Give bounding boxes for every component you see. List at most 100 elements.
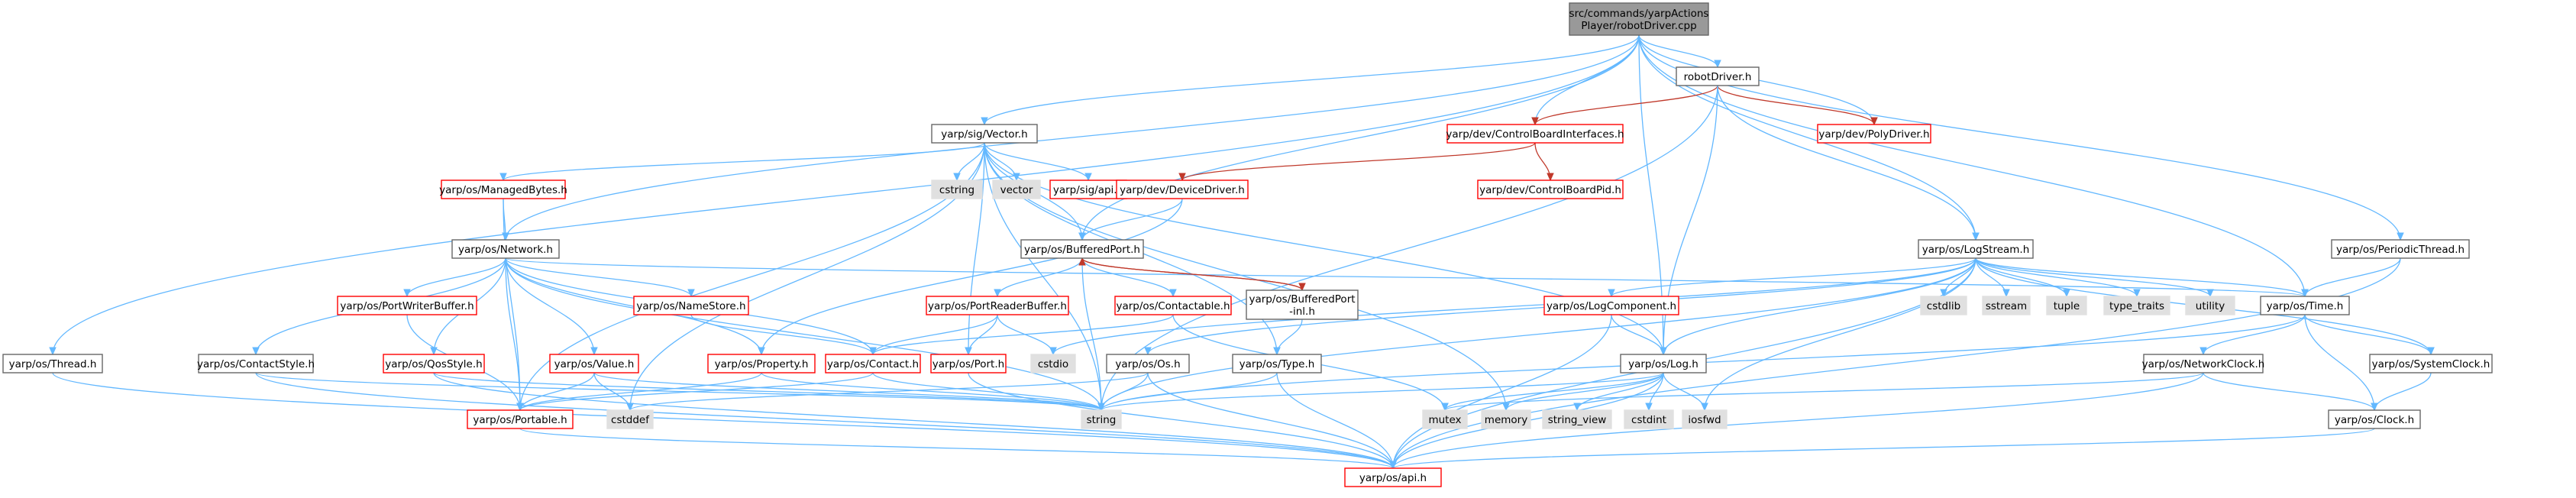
node-polydriver[interactable]: yarp/dev/PolyDriver.h xyxy=(1817,124,1931,144)
node-logstream[interactable]: yarp/os/LogStream.h xyxy=(1918,239,2034,259)
edge-root-to-sig_Vector xyxy=(981,34,1640,126)
node-robotDriver-h[interactable]: robotDriver.h xyxy=(1676,66,1760,86)
node-mutex[interactable]: mutex xyxy=(1422,409,1468,429)
node-utility[interactable]: utility xyxy=(2185,296,2235,315)
node-contactable[interactable]: yarp/os/Contactable.h xyxy=(1114,296,1232,315)
node-memory[interactable]: memory xyxy=(1481,409,1531,429)
node-label: tuple xyxy=(2054,300,2080,312)
node-time[interactable]: yarp/os/Time.h xyxy=(2260,296,2350,315)
edge-network-to-namestore xyxy=(505,257,695,298)
node-network[interactable]: yarp/os/Network.h xyxy=(451,239,560,259)
node-contactstyle[interactable]: yarp/os/ContactStyle.h xyxy=(197,354,315,374)
node-logcomponent[interactable]: yarp/os/LogComponent.h xyxy=(1543,296,1679,315)
node-label: yarp/os/Clock.h xyxy=(2335,414,2414,426)
node-bufferedport[interactable]: yarp/os/BufferedPort.h xyxy=(1020,239,1144,259)
node-label: cstdint xyxy=(1631,414,1666,426)
edge-os_h-to-cstddef xyxy=(626,372,1149,412)
node-label: yarp/os/Os.h xyxy=(1115,358,1180,370)
node-port[interactable]: yarp/os/Port.h xyxy=(930,354,1007,374)
edge-sig_Vector-to-port xyxy=(965,142,985,356)
node-label: sstream xyxy=(1986,300,2027,312)
node-managedbytes[interactable]: yarp/os/ManagedBytes.h xyxy=(439,179,567,199)
node-portable[interactable]: yarp/os/Portable.h xyxy=(467,409,574,429)
edge-log-to-string xyxy=(1097,372,1664,412)
edge-network-to-portwriterbuffer xyxy=(403,257,506,298)
node-value[interactable]: yarp/os/Value.h xyxy=(549,354,639,374)
node-string-view[interactable]: string_view xyxy=(1542,409,1612,429)
node-label: yarp/os/Contact.h xyxy=(827,358,919,370)
node-label: yarp/os/NetworkClock.h xyxy=(2142,358,2265,370)
edge-contact-to-portable xyxy=(516,372,874,412)
node-label: yarp/dev/ControlBoardPid.h xyxy=(1479,184,1621,196)
edge-logstream-to-sstream xyxy=(1975,257,2010,298)
edge-time-to-clock xyxy=(2304,314,2378,412)
edge-robotDriver_h-to-cbi xyxy=(1531,85,1718,126)
node-bp-inl[interactable]: yarp/os/BufferedPort-inl.h xyxy=(1246,289,1359,320)
node-thread[interactable]: yarp/os/Thread.h xyxy=(2,354,103,374)
node-vector[interactable]: vector xyxy=(992,179,1041,199)
node-type[interactable]: yarp/os/Type.h xyxy=(1232,354,1322,374)
edge-bufferedport-to-contactable xyxy=(1081,257,1177,298)
node-label: yarp/dev/DeviceDriver.h xyxy=(1120,184,1245,196)
node-root[interactable]: src/commands/yarpActionsPlayer/robotDriv… xyxy=(1569,2,1709,36)
node-cstddef[interactable]: cstddef xyxy=(606,409,654,429)
edge-sig_Vector-to-managedbytes xyxy=(499,142,985,182)
node-sig-api[interactable]: yarp/sig/api.h xyxy=(1049,179,1127,199)
edge-logstream-to-time xyxy=(1975,257,2309,298)
node-label: yarp/os/Time.h xyxy=(2267,300,2344,312)
node-clock[interactable]: yarp/os/Clock.h xyxy=(2328,409,2421,429)
node-cstdlib[interactable]: cstdlib xyxy=(1920,296,1967,315)
node-cbi[interactable]: yarp/dev/ControlBoardInterfaces.h xyxy=(1446,124,1624,144)
node-periodicthread[interactable]: yarp/os/PeriodicThread.h xyxy=(2331,239,2470,259)
node-tuple[interactable]: tuple xyxy=(2046,296,2087,315)
edge-network-to-time xyxy=(505,257,2309,298)
node-cbpid[interactable]: yarp/dev/ControlBoardPid.h xyxy=(1477,179,1624,199)
node-label: -inl.h xyxy=(1289,306,1315,318)
node-sstream[interactable]: sstream xyxy=(1982,296,2031,315)
edge-portreaderbuffer-to-port xyxy=(965,314,998,356)
node-label: yarp/os/PeriodicThread.h xyxy=(2336,244,2464,256)
node-iosfwd[interactable]: iosfwd xyxy=(1682,409,1728,429)
node-label: string_view xyxy=(1548,414,1607,426)
node-sig-Vector[interactable]: yarp/sig/Vector.h xyxy=(931,124,1038,144)
node-label: yarp/os/Network.h xyxy=(458,244,553,256)
nodes-layer: src/commands/yarpActionsPlayer/robotDriv… xyxy=(2,2,2493,487)
node-label: robotDriver.h xyxy=(1684,71,1752,83)
node-label: yarp/os/Log.h xyxy=(1628,358,1698,370)
node-cstdint[interactable]: cstdint xyxy=(1624,409,1674,429)
node-label: yarp/os/NameStore.h xyxy=(636,300,745,312)
node-namestore[interactable]: yarp/os/NameStore.h xyxy=(633,296,749,315)
node-label: yarp/os/Thread.h xyxy=(9,358,97,370)
node-cstring[interactable]: cstring xyxy=(931,179,983,199)
node-label: string xyxy=(1087,414,1117,426)
node-label: src/commands/yarpActions xyxy=(1569,8,1709,20)
edge-sig_Vector-to-sig_api xyxy=(984,142,1092,182)
node-string[interactable]: string xyxy=(1081,409,1122,429)
edge-portreaderbuffer-to-contact xyxy=(869,314,998,356)
node-devicedriver[interactable]: yarp/dev/DeviceDriver.h xyxy=(1116,179,1249,199)
node-portwriterbuffer[interactable]: yarp/os/PortWriterBuffer.h xyxy=(337,296,477,315)
node-label: yarp/os/ManagedBytes.h xyxy=(439,184,567,196)
node-systemclock[interactable]: yarp/os/SystemClock.h xyxy=(2369,354,2493,374)
node-label: yarp/os/PortWriterBuffer.h xyxy=(340,300,474,312)
edge-logstream-to-tuple xyxy=(1975,257,2070,298)
node-cstdio[interactable]: cstdio xyxy=(1030,354,1076,374)
node-portreaderbuffer[interactable]: yarp/os/PortReaderBuffer.h xyxy=(926,296,1069,315)
node-qosstyle[interactable]: yarp/os/QosStyle.h xyxy=(383,354,485,374)
node-type-traits[interactable]: type_traits xyxy=(2103,296,2170,315)
node-contact[interactable]: yarp/os/Contact.h xyxy=(825,354,921,374)
edge-logstream-to-logcomponent xyxy=(1608,257,1976,298)
node-label: yarp/os/QosStyle.h xyxy=(385,358,482,370)
node-api[interactable]: yarp/os/api.h xyxy=(1344,467,1442,487)
node-networkclock[interactable]: yarp/os/NetworkClock.h xyxy=(2142,354,2265,374)
edge-log-to-string_view xyxy=(1573,372,1664,412)
node-label: vector xyxy=(1000,184,1033,196)
edge-log-to-iosfwd xyxy=(1663,372,1708,412)
node-log[interactable]: yarp/os/Log.h xyxy=(1620,354,1707,374)
node-property[interactable]: yarp/os/Property.h xyxy=(707,354,816,374)
node-label: yarp/os/SystemClock.h xyxy=(2372,358,2490,370)
edge-thread-to-api xyxy=(52,372,1397,470)
edge-contactable-to-contact xyxy=(869,314,1174,356)
node-os-h[interactable]: yarp/os/Os.h xyxy=(1106,354,1190,374)
edge-robotDriver_h-to-logstream xyxy=(1717,85,1980,241)
